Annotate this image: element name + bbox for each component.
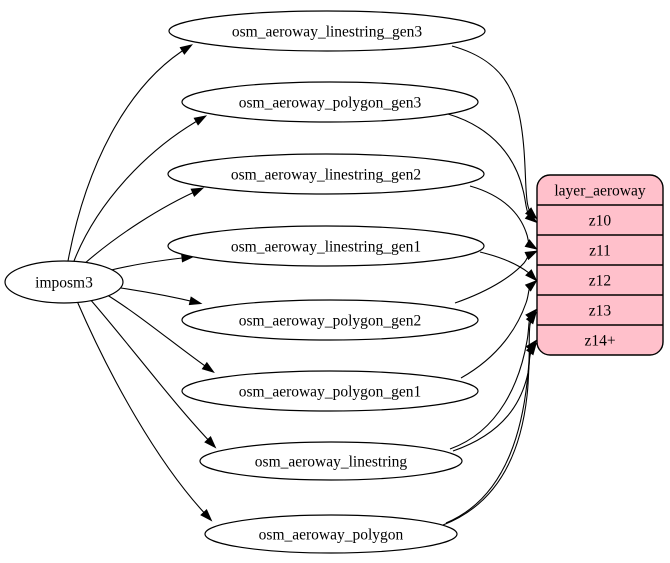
edge-imposm3-to-osm_aeroway_polygon (76, 300, 213, 522)
arrowhead-icon (200, 509, 213, 522)
record-row-z12: z12 (589, 272, 611, 289)
node-ellipse (168, 10, 486, 52)
edge-path (469, 185, 536, 249)
edge-osm_aeroway_polygon_gen3-to-z10 (447, 113, 538, 224)
edge-osm_aeroway_linestring-to-z13 (449, 308, 538, 450)
record-row-z13: z13 (589, 302, 612, 319)
node-imposm3: imposm3 (4, 260, 124, 304)
edge-osm_aeroway_polygon-to-z13 (445, 311, 538, 524)
edge-osm_aeroway_linestring_gen1-to-z12 (479, 251, 538, 282)
edge-osm_aeroway_linestring_gen2-to-z11 (469, 185, 538, 250)
node-osm_aeroway_linestring_gen3: osm_aeroway_linestring_gen3 (168, 10, 486, 52)
record-row-z11: z11 (589, 242, 611, 259)
edge-path (103, 292, 213, 372)
node-ellipse (167, 153, 485, 195)
arrowhead-icon (193, 115, 208, 126)
node-ellipse (204, 514, 458, 554)
edge-path (449, 310, 536, 450)
node-ellipse (167, 225, 485, 267)
node-osm_aeroway_linestring: osm_aeroway_linestring (199, 441, 463, 481)
node-label: osm_aeroway_linestring_gen1 (231, 238, 421, 255)
node-osm_aeroway_linestring_gen2: osm_aeroway_linestring_gen2 (167, 153, 485, 195)
edge-osm_aeroway_polygon_gen2-to-z11 (454, 250, 539, 304)
record-row-z10: z10 (589, 212, 612, 229)
node-osm_aeroway_polygon: osm_aeroway_polygon (204, 514, 458, 554)
record-row-z14plus: z14+ (584, 332, 615, 349)
node-ellipse (181, 81, 479, 123)
node-label: osm_aeroway_polygon_gen2 (239, 312, 422, 329)
edge-path (76, 300, 211, 520)
node-osm_aeroway_polygon_gen3: osm_aeroway_polygon_gen3 (181, 81, 479, 123)
edge-path (73, 116, 205, 262)
node-ellipse (181, 370, 479, 412)
edge-path (88, 297, 215, 447)
arrowhead-icon (524, 239, 538, 250)
record-node-layer_aeroway: layer_aeroway z10 z11 z12 z13 z14+ (536, 174, 664, 356)
node-label: osm_aeroway_linestring (255, 453, 408, 470)
arrowhead-icon (525, 311, 538, 325)
arrowhead-icon (525, 269, 538, 282)
edge-path (67, 45, 191, 262)
arrowhead-icon (525, 342, 538, 356)
edge-path (106, 256, 192, 272)
arrowhead-icon (201, 361, 215, 374)
node-layer: imposm3 osm_aeroway_linestring_gen3 osm_ae… (4, 10, 486, 554)
node-label: imposm3 (35, 274, 93, 291)
node-label: osm_aeroway_linestring_gen2 (231, 166, 421, 183)
edge-layer (67, 44, 539, 526)
edge-path (445, 313, 536, 524)
node-label: osm_aeroway_polygon_gen1 (239, 383, 422, 400)
node-ellipse (4, 260, 124, 304)
edge-imposm3-to-osm_aeroway_polygon_gen1 (103, 292, 215, 374)
edge-path (442, 344, 536, 526)
edge-imposm3-to-osm_aeroway_polygon_gen2 (113, 286, 203, 306)
edge-path (451, 45, 536, 218)
node-ellipse (199, 441, 463, 481)
arrowhead-icon (524, 211, 538, 224)
arrowhead-icon (524, 279, 538, 292)
node-label: osm_aeroway_polygon_gen3 (239, 94, 422, 111)
record-title: layer_aeroway (554, 182, 645, 199)
edge-imposm3-to-osm_aeroway_linestring_gen3 (67, 44, 193, 262)
edge-path (447, 113, 536, 222)
edge-imposm3-to-osm_aeroway_linestring (88, 297, 217, 449)
edge-imposm3-to-osm_aeroway_polygon_gen3 (73, 115, 208, 262)
edge-path (113, 286, 200, 304)
node-osm_aeroway_polygon_gen2: osm_aeroway_polygon_gen2 (181, 299, 479, 341)
edge-imposm3-to-osm_aeroway_linestring_gen2 (83, 187, 205, 265)
arrowhead-icon (204, 436, 217, 449)
arrowhead-icon (179, 44, 193, 55)
arrowhead-icon (190, 187, 205, 198)
node-osm_aeroway_linestring_gen1: osm_aeroway_linestring_gen1 (167, 225, 485, 267)
arrowhead-icon (188, 296, 203, 306)
edge-osm_aeroway_polygon_gen1-to-z12 (460, 279, 538, 379)
edge-imposm3-to-osm_aeroway_linestring_gen1 (106, 253, 195, 272)
arrowhead-icon (524, 250, 539, 261)
edge-path (83, 188, 202, 265)
node-osm_aeroway_polygon_gen1: osm_aeroway_polygon_gen1 (181, 370, 479, 412)
edge-path (454, 251, 536, 304)
node-ellipse (181, 299, 479, 341)
node-label: osm_aeroway_linestring_gen3 (232, 23, 423, 40)
edge-osm_aeroway_polygon-to-z14plus (442, 342, 538, 526)
node-label: osm_aeroway_polygon (259, 526, 404, 543)
